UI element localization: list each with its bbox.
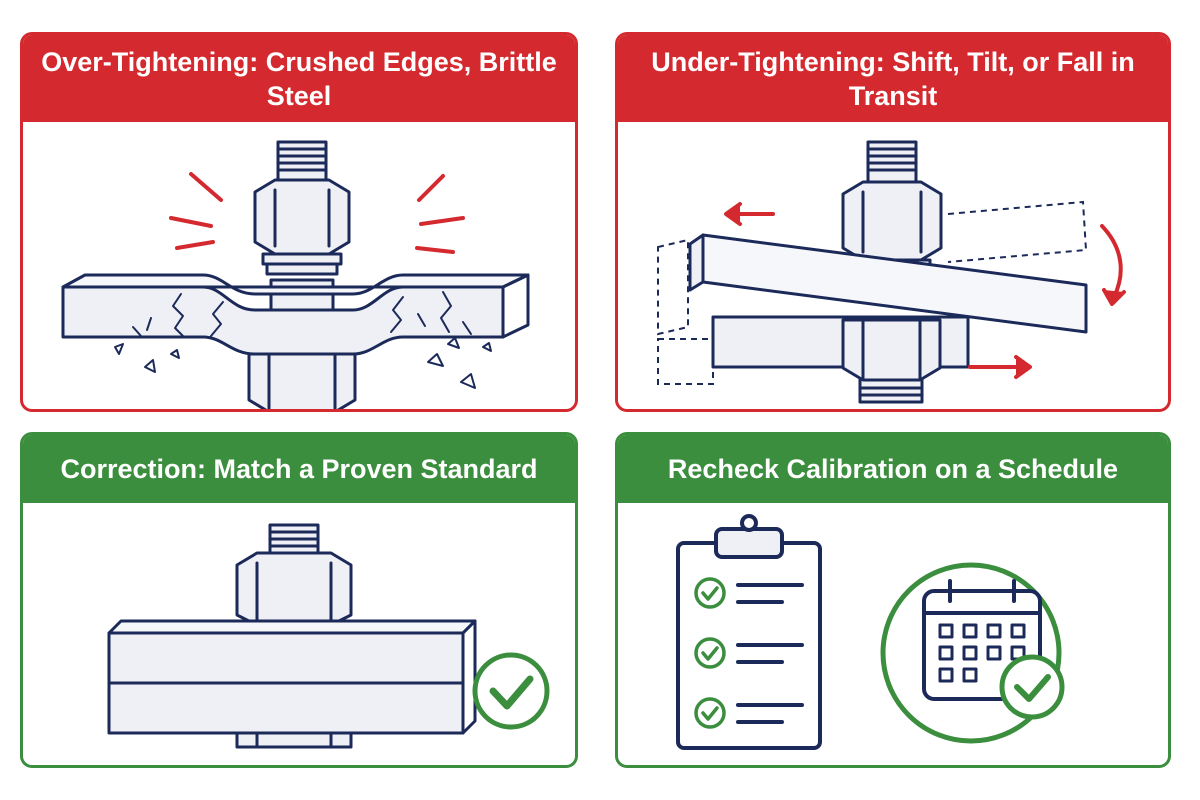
clipboard-checklist-icon [676,514,822,750]
over-tightening-illustration [23,122,575,409]
nut-icon [247,352,357,409]
under-tightening-panel: Under-Tightening: Shift, Tilt, or Fall i… [615,32,1171,412]
correct-joint-diagram [107,523,550,749]
correction-panel: Correction: Match a Proven Standard [20,432,578,768]
loose-joint-diagram [657,140,1126,404]
crushed-plate-icon [61,273,530,356]
arrow-left-icon [724,202,775,226]
crack-icon [132,291,472,337]
correction-title: Correction: Match a Proven Standard [23,435,575,503]
recheck-illustration [618,503,1168,765]
crushed-joint-diagram [61,140,530,409]
over-tightening-title: Over-Tightening: Crushed Edges, Brittle … [23,35,575,122]
arrow-right-icon [968,355,1032,379]
stress-lines-icon [169,172,465,254]
nut-icon [841,318,942,382]
check-circle-icon [472,652,550,730]
nut-icon [235,551,353,627]
bolt-icon [268,523,320,557]
correction-illustration [23,503,575,765]
plate-icon [107,619,477,735]
tilted-plate-icon [688,233,1088,334]
nut-icon [253,178,351,276]
nut-icon [235,731,353,749]
check-circle-icon [999,654,1065,720]
rotation-arrow-icon [1100,224,1126,306]
over-tightening-panel: Over-Tightening: Crushed Edges, Brittle … [20,32,578,412]
recheck-schedule-diagram [676,514,1065,750]
recheck-title: Recheck Calibration on a Schedule [618,435,1168,503]
under-tightening-illustration [618,122,1168,409]
debris-icon [114,337,492,389]
under-tightening-title: Under-Tightening: Shift, Tilt, or Fall i… [618,35,1168,122]
recheck-panel: Recheck Calibration on a Schedule [615,432,1171,768]
